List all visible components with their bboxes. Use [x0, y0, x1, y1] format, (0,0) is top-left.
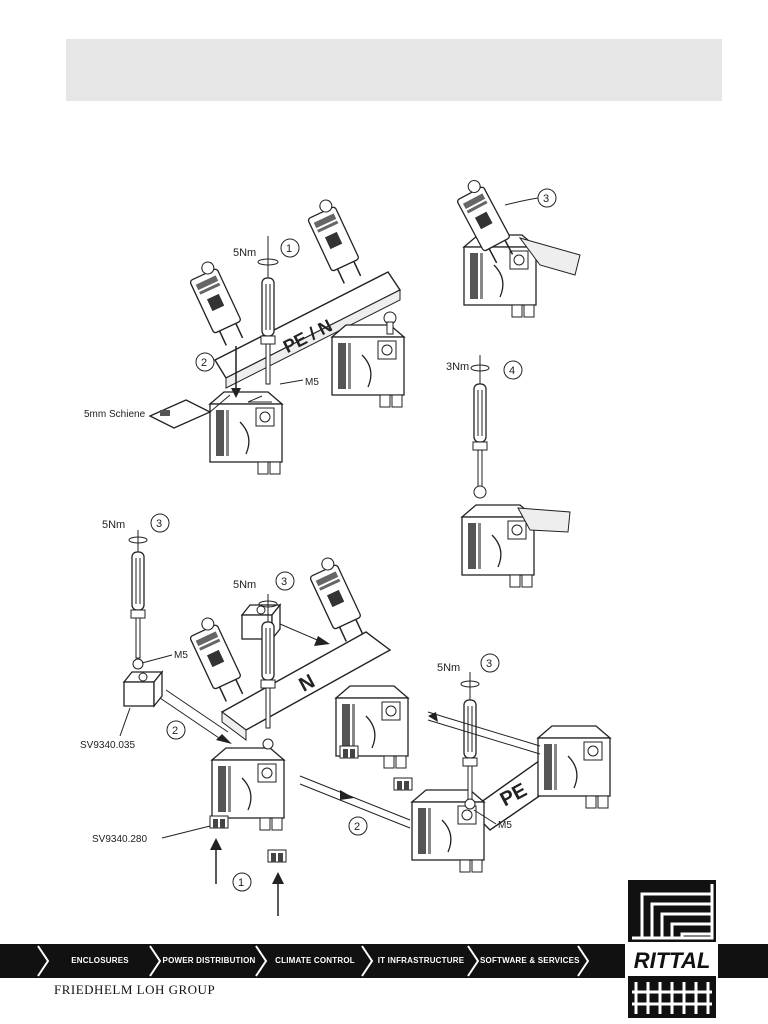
svg-text:1: 1: [238, 877, 244, 889]
rail-label: 5mm Schiene: [84, 409, 146, 420]
nav-strip-tail: [718, 944, 768, 978]
panel-pe-n-mounting: PE / N 5Nm 1 2 M5 5mm Schiene: [84, 196, 405, 475]
svg-text:3: 3: [156, 518, 162, 530]
torque-label-c3: 5Nm: [437, 662, 460, 674]
svg-text:3: 3: [543, 193, 549, 205]
nav-item-it-infrastructure[interactable]: IT INFRASTRUCTURE: [377, 956, 465, 965]
torque-label-b: 3Nm: [446, 361, 469, 373]
group-name: FRIEDHELM LOH GROUP: [54, 982, 216, 997]
nav-item-power-distribution[interactable]: POWER DISTRIBUTION: [162, 956, 256, 965]
nav-item-climate-control[interactable]: CLIMATE CONTROL: [275, 956, 355, 965]
svg-text:3: 3: [486, 658, 492, 670]
header-band: [66, 39, 722, 101]
footer-nav: ENCLOSURES POWER DISTRIBUTION CLIMATE CO…: [0, 944, 768, 978]
nav-chevrons: [37, 945, 590, 977]
rittal-logo[interactable]: RITTAL: [628, 880, 716, 1018]
nav-strip: [0, 944, 625, 978]
nav-item-software-services[interactable]: SOFTWARE & SERVICES: [480, 956, 580, 965]
bolt-label-a: M5: [305, 377, 319, 388]
panel-top-right: 3 3Nm 4: [446, 176, 581, 588]
bolt-label-c1: M5: [174, 650, 188, 661]
bolt-label-c2: M5: [498, 820, 512, 831]
svg-text:4: 4: [509, 365, 515, 377]
svg-text:3: 3: [281, 576, 287, 588]
svg-text:2: 2: [354, 821, 360, 833]
svg-text:1: 1: [286, 243, 292, 255]
logo-wordmark: RITTAL: [634, 948, 711, 973]
svg-text:2: 2: [172, 725, 178, 737]
nav-item-enclosures[interactable]: ENCLOSURES: [71, 956, 129, 965]
assembly-drawing: PE / N 5Nm 1 2 M5 5mm Schiene 3: [80, 176, 611, 916]
panel-n-pe-assembly: N PE: [80, 513, 611, 916]
torque-label-c1: 5Nm: [102, 519, 125, 531]
torque-label-a: 5Nm: [233, 247, 256, 259]
part-label-sv035: SV9340.035: [80, 740, 135, 751]
torque-label-c2: 5Nm: [233, 579, 256, 591]
svg-text:2: 2: [201, 357, 207, 369]
part-label-sv280: SV9340.280: [92, 834, 147, 845]
